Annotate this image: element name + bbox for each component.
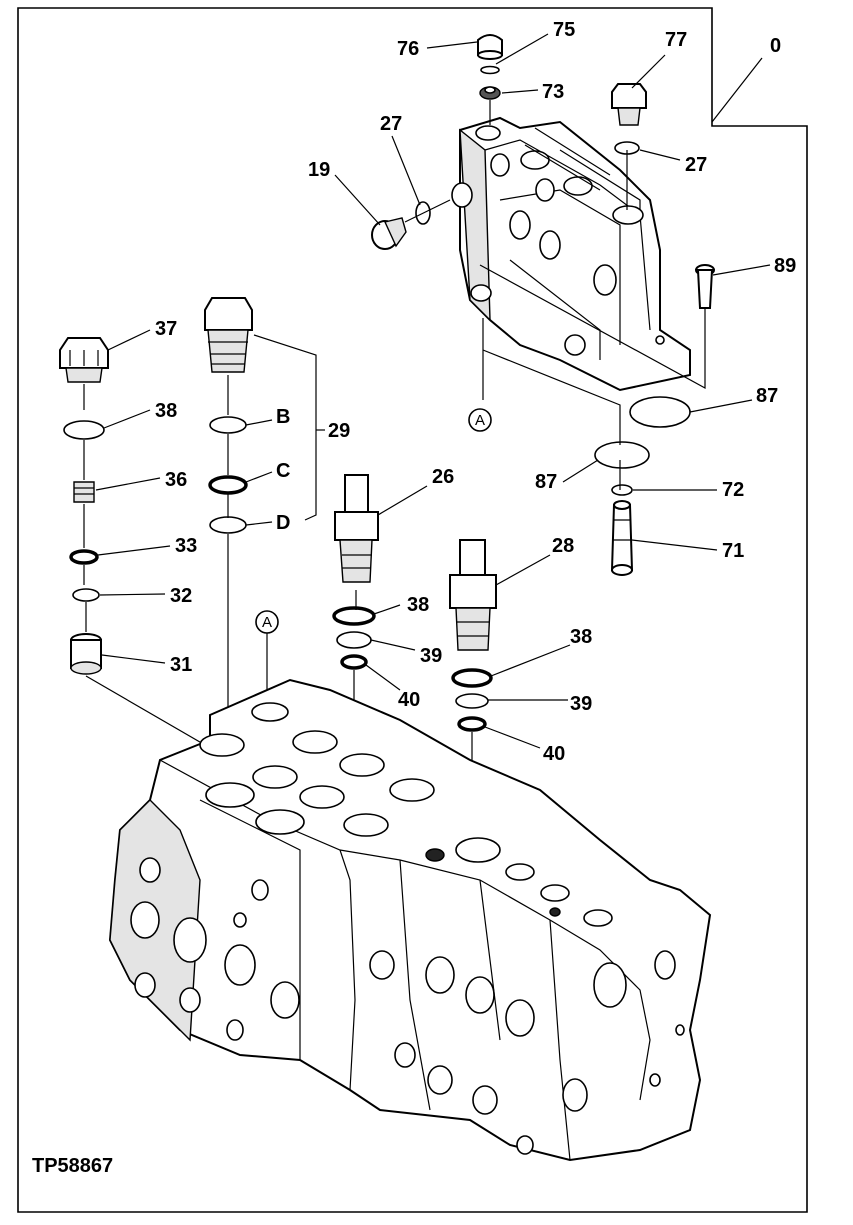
callout-37: 37 [155,318,177,340]
part-33-ring [69,549,99,565]
callout-71: 71 [722,540,744,562]
callout-27-a: 27 [380,113,402,135]
part-40-ring-right [457,716,487,732]
reference-circle-a-lower [255,610,279,634]
callout-29: 29 [328,420,350,442]
callout-36: 36 [165,469,187,491]
part-29-ring-c [208,475,248,495]
callout-40-a: 40 [398,689,420,711]
reference-mark-a-upper: A [475,412,485,429]
callout-38-b: 38 [407,594,429,616]
part-71-spool [610,500,634,576]
callout-d: D [276,512,290,534]
part-77-plug [611,83,647,126]
part-72-o-ring [611,484,633,496]
part-36-poppet [73,481,95,503]
callout-89: 89 [774,255,796,277]
part-32-o-ring [72,588,100,602]
part-39-ring-mid [336,631,372,649]
callout-75: 75 [553,19,575,41]
part-29-ring-b [209,416,247,434]
part-39-ring-right [455,693,489,709]
callout-19: 19 [308,159,330,181]
callout-40-b: 40 [543,743,565,765]
part-27-o-ring-a [415,201,431,225]
callout-33: 33 [175,535,197,557]
part-76-cap [477,34,503,60]
part-38-o-ring-left [63,420,105,440]
part-29-relief-valve [204,297,253,373]
callout-87-a: 87 [756,385,778,407]
part-89-bolt [695,264,715,309]
part-40-ring-mid [340,654,368,670]
callout-32: 32 [170,585,192,607]
part-28-cartridge [449,539,497,651]
part-27-o-ring-b [614,141,640,155]
callout-76: 76 [397,38,419,60]
part-37-plug [59,337,109,383]
figure-id: TP58867 [32,1155,113,1177]
part-38-ring-right [451,668,493,688]
part-87-gasket-b [594,441,650,469]
part-31-seat [70,633,102,675]
part-26-cartridge [334,474,379,583]
callout-26: 26 [432,466,454,488]
callout-31: 31 [170,654,192,676]
part-29-ring-d [209,516,247,534]
callout-c: C [276,460,290,482]
part-19-plug [371,217,407,250]
callout-27-b: 27 [685,154,707,176]
callout-72: 72 [722,479,744,501]
callout-0: 0 [770,35,781,57]
callout-39-b: 39 [570,693,592,715]
reference-circle-a-upper [468,408,492,432]
callout-28: 28 [552,535,574,557]
callout-38-a: 38 [155,400,177,422]
part-87-gasket-a [629,396,691,428]
callout-b: B [276,406,290,428]
leader-lines [95,33,771,749]
callout-77: 77 [665,29,687,51]
callout-38-c: 38 [570,626,592,648]
reference-mark-a-lower: A [262,614,272,631]
callout-87-b: 87 [535,471,557,493]
main-valve-body [108,678,712,1162]
frame-border [17,7,808,1213]
callout-39-a: 39 [420,645,442,667]
part-38-ring-mid [332,606,376,626]
part-75-snap-ring [480,65,500,75]
callout-73: 73 [542,81,564,103]
upper-valve-block [451,116,691,392]
part-73-nut [479,86,501,100]
